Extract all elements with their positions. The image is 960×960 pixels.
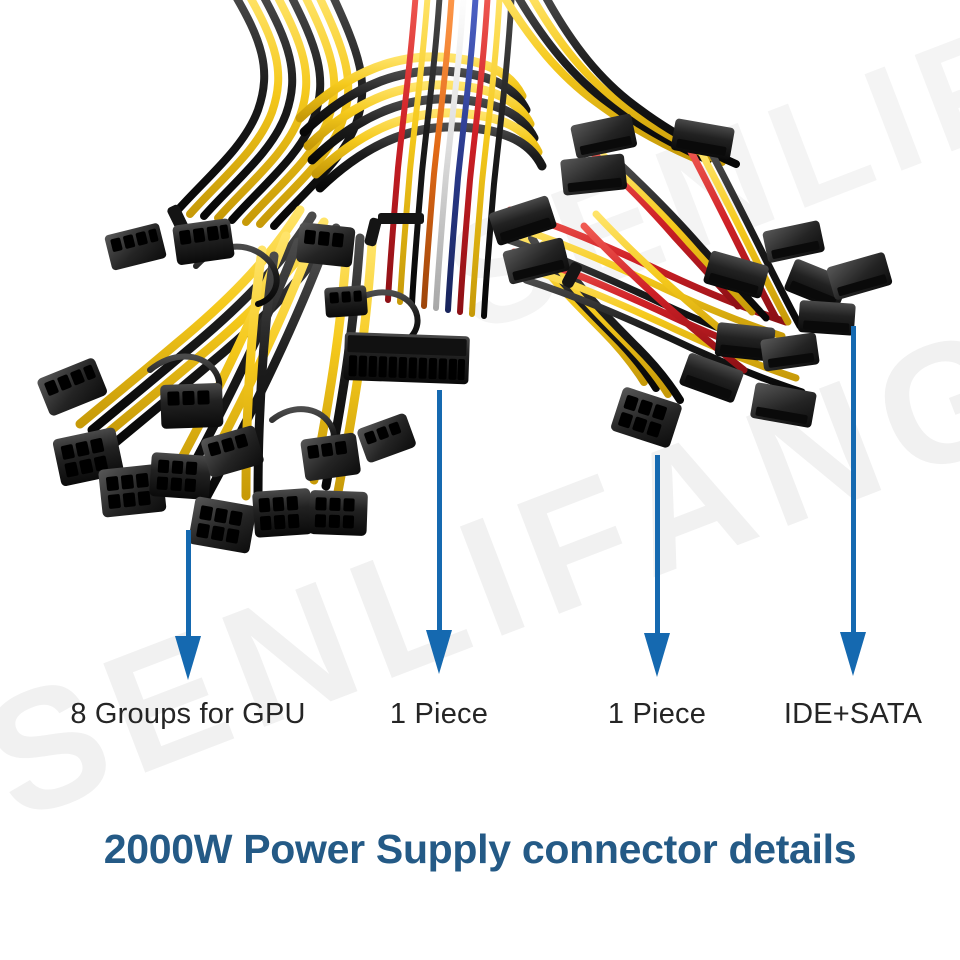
product-photo [37,0,893,554]
arrow-shaft [654,455,660,635]
callout-label-ide-sata: IDE+SATA [783,698,923,730]
callout-label-cpu: 1 Piece [607,698,707,730]
arrow-gpu [173,530,203,680]
arrow-head [840,632,866,676]
callout-label-atx: 1 Piece [389,698,489,730]
arrow-head [644,633,670,677]
arrow-cpu-8pin [642,455,672,680]
arrow-atx-24pin [424,390,454,680]
arrow-head [426,630,452,674]
arrow-shaft [850,326,856,634]
arrow-ide-sata [838,326,868,680]
arrow-shaft [185,530,191,638]
callout-label-gpu: 8 Groups for GPU [70,698,306,730]
arrow-shaft [436,390,442,632]
arrow-head [175,636,201,680]
page-title: 2000W Power Supply connector details [103,826,857,872]
